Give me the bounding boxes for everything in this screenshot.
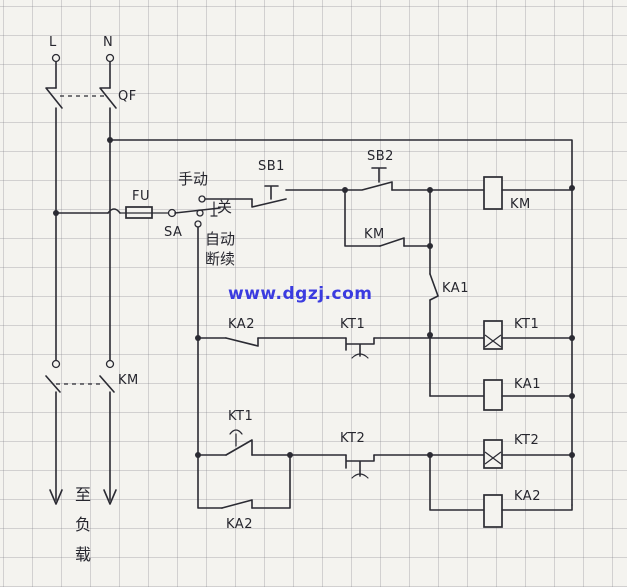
label-kt1-coil: KT1 xyxy=(514,317,540,332)
label-to-load: 至负载 xyxy=(74,485,91,564)
ka1-contact xyxy=(429,273,439,301)
kt1-nc-contact xyxy=(345,337,375,357)
km-hold-contact xyxy=(379,237,405,247)
label-selector-sa: SA xyxy=(164,225,183,240)
label-kt2-coil: KT2 xyxy=(514,433,540,448)
label-km-main: KM xyxy=(118,373,139,388)
control-top-bus xyxy=(109,139,573,506)
auto-branch-wire xyxy=(197,226,223,509)
ka2-coil xyxy=(483,494,503,528)
kt2-nc-contact xyxy=(345,454,375,477)
label-ka2-coil: KA2 xyxy=(514,489,541,504)
label-sb2: SB2 xyxy=(367,149,394,164)
label-ka2-contact: KA2 xyxy=(228,317,255,332)
label-ka2-hold: KA2 xyxy=(226,517,253,532)
label-ka1-contact: KA1 xyxy=(442,281,469,296)
label-off: 关 xyxy=(217,198,233,216)
label-km-hold: KM xyxy=(364,227,385,242)
selector-blade xyxy=(174,207,221,214)
label-fuse-fu: FU xyxy=(132,189,150,204)
sb1-switch xyxy=(251,198,287,208)
label-line-l: L xyxy=(49,35,57,50)
power-line-l xyxy=(45,53,63,505)
km-coil xyxy=(483,176,503,210)
label-neutral-n: N xyxy=(103,35,114,50)
watermark-text: www.dgzj.com xyxy=(228,284,373,304)
sb2-switch xyxy=(344,181,393,191)
label-auto: 自动 xyxy=(205,230,236,248)
ka2-contact xyxy=(225,337,259,347)
kt1-delay-contact xyxy=(225,439,253,456)
label-kt1-contact: KT1 xyxy=(340,317,366,332)
ka1-coil xyxy=(483,379,503,411)
label-kt2-contact: KT2 xyxy=(340,431,366,446)
label-intermittent: 断续 xyxy=(205,250,236,268)
kt1-coil xyxy=(483,320,503,350)
label-manual: 手动 xyxy=(178,170,209,188)
label-km-coil: KM xyxy=(510,197,531,212)
label-breaker-qf: QF xyxy=(118,89,137,104)
label-kt1-delay: KT1 xyxy=(228,409,254,424)
fuse xyxy=(107,206,169,219)
label-ka1-coil: KA1 xyxy=(514,377,541,392)
power-line-n xyxy=(99,53,117,505)
label-sb1: SB1 xyxy=(258,159,285,174)
ka2-hold-contact xyxy=(221,499,253,509)
